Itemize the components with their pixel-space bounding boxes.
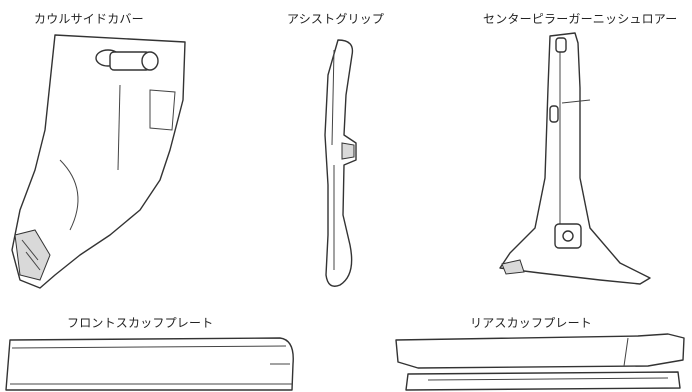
rear-scuff-plate-illustration bbox=[388, 330, 688, 392]
label-center-pillar-garnish-lower: センターピラーガーニッシュロアー bbox=[483, 12, 678, 26]
assist-grip-illustration bbox=[310, 35, 370, 295]
label-rear-scuff-plate: リアスカッフプレート bbox=[470, 316, 593, 330]
label-cowl-side-cover: カウルサイドカバー bbox=[34, 12, 144, 26]
label-assist-grip: アシストグリップ bbox=[287, 12, 385, 26]
cowl-side-cover-illustration bbox=[0, 30, 200, 292]
front-scuff-plate-illustration bbox=[0, 334, 300, 392]
center-pillar-garnish-lower-illustration bbox=[480, 28, 680, 290]
label-front-scuff-plate: フロントスカッフプレート bbox=[67, 316, 214, 330]
